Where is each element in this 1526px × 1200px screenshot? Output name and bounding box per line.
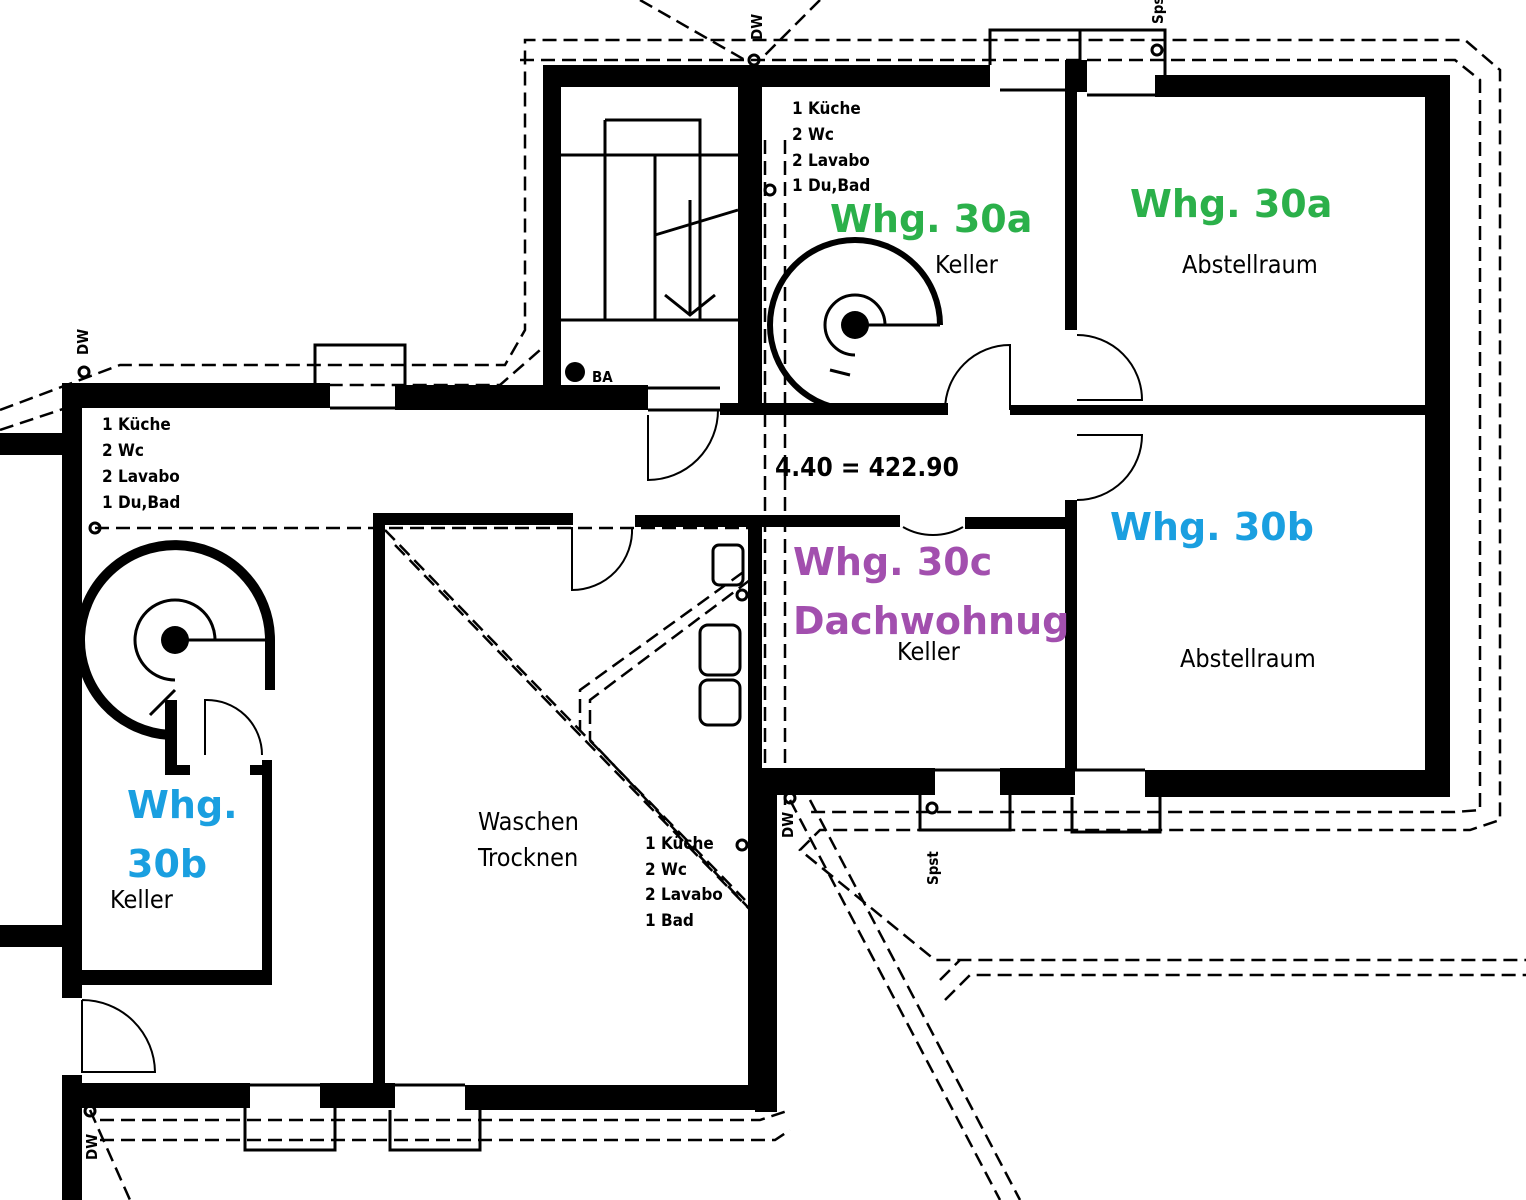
spst-label: Spst: [924, 851, 942, 885]
dw-symbol: [77, 365, 91, 379]
apartment-label-30b-keller-line2: 30b: [127, 842, 207, 886]
level-annotation: 4.40 = 422.90: [775, 453, 959, 483]
dw-symbol: [783, 791, 797, 805]
apartment-label-30c-line2: Dachwohnug: [793, 599, 1069, 643]
spst-symbol: [1150, 43, 1164, 57]
ba-label: BA: [592, 368, 613, 386]
staircase: [560, 118, 739, 322]
dw-label: DW: [779, 812, 797, 838]
room-keller-30b: Keller: [110, 885, 174, 914]
room-trocknen: Trocknen: [477, 843, 578, 872]
room-waschen: Waschen: [478, 807, 579, 836]
fixture-item: 1 Bad: [645, 911, 694, 931]
apartment-label-30b-keller-line1: Whg.: [127, 783, 238, 827]
fixture-list-left: 1 Küche 2 Wc 2 Lavabo 1 Du,Bad: [102, 415, 180, 513]
spiral-stair-30a: [767, 237, 943, 413]
dw-symbol: [747, 53, 761, 67]
fixture-item: 1 Du,Bad: [102, 493, 180, 513]
fixture-item: 2 Wc: [102, 441, 144, 461]
fixture-item: 1 Küche: [792, 99, 861, 119]
dw-symbol: [83, 1104, 97, 1118]
fixture-item: 1 Küche: [645, 834, 714, 854]
room-abstellraum-30b: Abstellraum: [1180, 644, 1316, 673]
windows: [243, 28, 1167, 1152]
fixture-item: 2 Wc: [792, 125, 834, 145]
fixture-list-top-right: 1 Küche 2 Wc 2 Lavabo 1 Du,Bad: [792, 99, 870, 196]
walls: [0, 60, 1450, 1200]
ba-symbol: [565, 362, 585, 382]
dw-label: DW: [74, 329, 92, 355]
fixture-item: 2 Lavabo: [645, 885, 723, 905]
apartment-labels: Whg. 30a Whg. 30a Whg. 30b Whg. 30b Whg.…: [127, 182, 1332, 886]
apartment-label-30a-abstellraum: Whg. 30a: [1130, 182, 1332, 226]
apartment-label-30a-keller: Whg. 30a: [830, 197, 1032, 241]
markers: DW DW DW DW Spst Spst BA: [74, 0, 1167, 1160]
room-labels: Keller Abstellraum Keller Abstellraum Ke…: [110, 250, 1318, 914]
doors: [81, 334, 1144, 1073]
spst-symbol: [925, 801, 939, 815]
room-keller-30a: Keller: [935, 250, 999, 279]
sink-fixtures: [698, 543, 745, 727]
fixture-list-center: 1 Küche 2 Wc 2 Lavabo 1 Bad: [645, 834, 723, 931]
dw-label: DW: [83, 1134, 101, 1160]
room-abstellraum-30a: Abstellraum: [1182, 250, 1318, 279]
apartment-label-30b-abstellraum: Whg. 30b: [1110, 505, 1314, 549]
fixture-item: 1 Du,Bad: [792, 176, 870, 196]
room-keller-30c: Keller: [897, 637, 961, 666]
spiral-stair-30b: [75, 540, 275, 740]
fixture-item: 1 Küche: [102, 415, 171, 435]
dw-label: DW: [748, 14, 766, 40]
fixture-item: 2 Lavabo: [102, 467, 180, 487]
spst-label: Spst: [1149, 0, 1167, 24]
fixture-item: 2 Lavabo: [792, 151, 870, 171]
fixture-item: 2 Wc: [645, 860, 687, 880]
apartment-label-30c-line1: Whg. 30c: [793, 540, 992, 584]
